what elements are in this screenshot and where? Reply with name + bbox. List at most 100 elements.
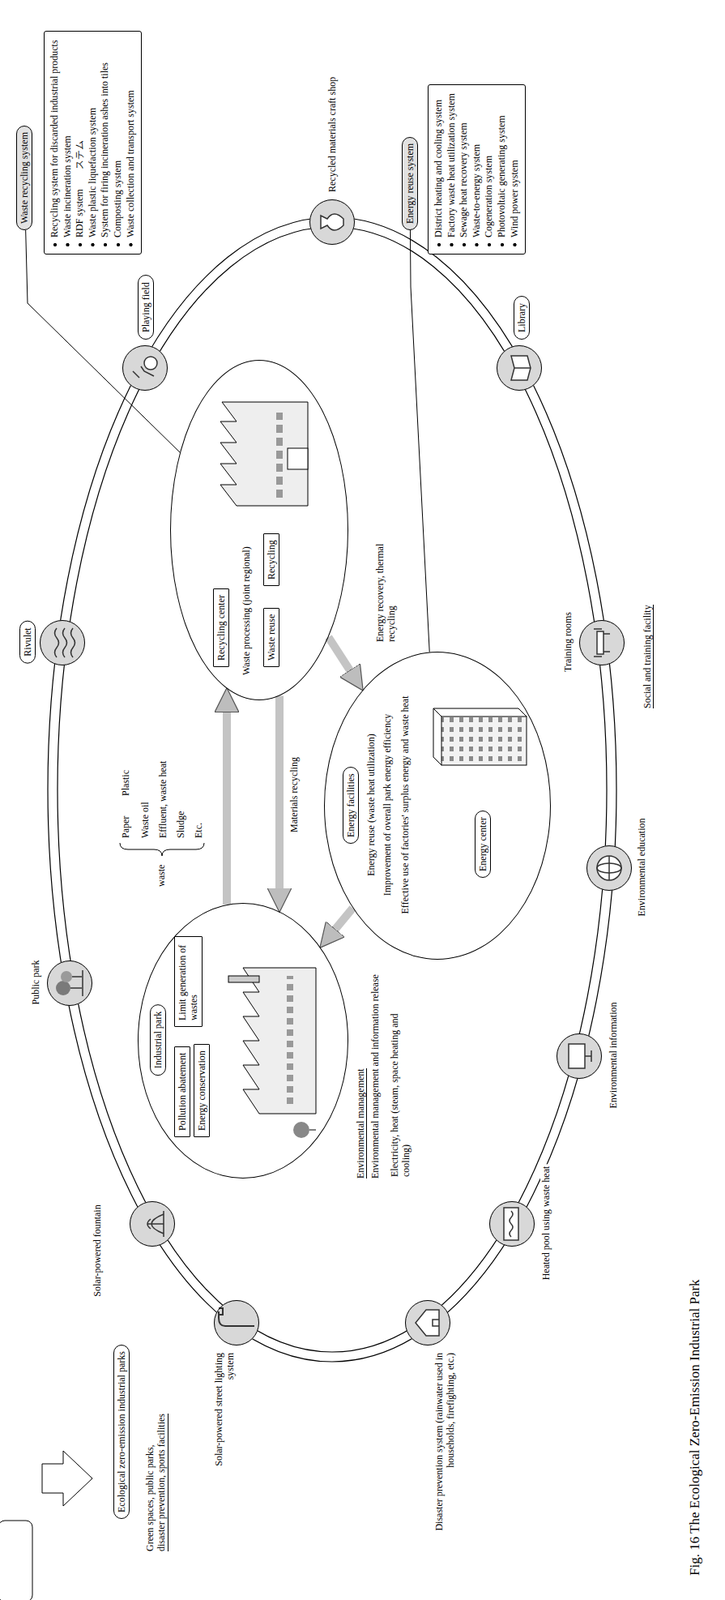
facility-circle: Training rooms [579, 619, 625, 666]
facility-icons [213, 1299, 260, 1345]
facility-icons [511, 355, 531, 380]
list-item: RDF system [73, 188, 87, 248]
tag-box: Energy facilities [342, 766, 359, 844]
leader-line [25, 230, 180, 453]
block-arrow [42, 1450, 93, 1506]
list-item: Waste incineration system [61, 135, 75, 248]
facility-icons [60, 970, 73, 982]
facility-icons [579, 619, 625, 666]
node-text: Energy reuse system [404, 143, 416, 224]
node-text: Environmental information [607, 1000, 619, 1110]
zone-circle: Energy reuse (waste heat utilization)Imp… [324, 651, 551, 960]
facility-icons [489, 1200, 535, 1246]
facility-icons [608, 855, 610, 880]
facility-circle: Public park [46, 959, 93, 1006]
facility-icons [415, 1309, 440, 1335]
edge-label: Electricity, heat (steam, space heating … [388, 988, 413, 1178]
node-text: Library [513, 295, 530, 340]
group-label: Green spaces, public parks, disaster pre… [144, 1412, 169, 1551]
facility-icons [503, 1206, 519, 1240]
facility-icons [597, 631, 604, 654]
ring [57, 226, 607, 1352]
facility-icons [320, 213, 344, 231]
edge-label: Materials recycling [288, 754, 300, 834]
factory-illustration [228, 967, 316, 1138]
facility-icons [129, 1200, 175, 1246]
group-label: Social and training facility [641, 604, 654, 708]
list-item: Cogeneration system [482, 155, 496, 248]
waste-brace [119, 842, 205, 856]
list-item: Waste-to-energy system [470, 144, 484, 248]
facility-icons [55, 627, 76, 657]
list-box: District heating and cooling systemFacto… [427, 84, 526, 255]
list-item: Factory waste heat utilization system [445, 93, 459, 248]
facility-icons [556, 1032, 602, 1079]
header-box: Energy reuse system [401, 136, 418, 231]
facility-icons [405, 1299, 451, 1345]
facility-icons [144, 356, 158, 370]
cut-off-box [0, 1519, 33, 1600]
figure-caption: Fig. 16 The Ecological Zero-Emission Ind… [686, 1278, 704, 1575]
node-text: Waste processing (joint regional) [240, 545, 252, 675]
facility-icons [39, 199, 632, 1345]
note-label: Environmental management and information… [369, 973, 381, 1178]
node-text: Energy facilities [345, 772, 357, 837]
facility-icons [568, 1043, 585, 1068]
flow-arrow [327, 907, 353, 938]
list-item: Waste collection and transport system [124, 89, 138, 248]
recycling-building [220, 401, 308, 506]
block-arrow [42, 1450, 93, 1506]
list-item: System for firing incineration ashes int… [98, 62, 112, 248]
stray-glyphs: ステム [73, 140, 86, 170]
facility-circle: Disaster prevention system (rainwater us… [405, 1299, 451, 1345]
node-text: Recycling center [215, 594, 227, 661]
facility-circle: Recycled materials craft shop [309, 199, 355, 245]
factory-illustration [228, 975, 260, 982]
node-text: Industrial park [149, 1003, 167, 1075]
zone-circle: Waste processing (joint regional) Recycli… [170, 359, 349, 700]
node-text: Ecological zero-emission industrial park… [115, 1350, 128, 1512]
tag-box: Energy center [474, 810, 491, 878]
node-text: Environmental education [635, 816, 648, 918]
list-item: Photovoltaic generating system [495, 115, 509, 248]
waste-item: Plastic [119, 769, 132, 796]
facility-icons [55, 980, 71, 995]
leader-line [409, 230, 430, 652]
facility-circle: Environmental education [586, 844, 632, 891]
header-box: Waste recycling system [16, 125, 33, 231]
list-box: Recycling system for discarded industria… [43, 30, 142, 255]
facility-circle: Library [496, 345, 542, 391]
recycling-building [287, 447, 308, 470]
factory-illustration [243, 967, 316, 1114]
facility-icons [309, 199, 355, 245]
ring [47, 217, 617, 1361]
flow-arrow [275, 695, 284, 900]
node-text: Energy reuse (waste heat utilization) [365, 733, 377, 876]
group-label: waste [155, 864, 167, 887]
facility-icons [597, 855, 622, 880]
facility-icons [70, 969, 83, 996]
tag-box: Limit generation of wastes [174, 935, 203, 1027]
factory-illustration [293, 1121, 310, 1138]
tag-box: Recycling [263, 533, 280, 586]
facility-circle: Environmental information [556, 1032, 602, 1079]
node-text: Disaster prevention system (rainwater us… [433, 1350, 457, 1540]
factory-illustration [309, 1129, 316, 1131]
facility-circle: Solar-powered street lighting system [213, 1299, 260, 1345]
zone-circle: Industrial parkPollution abatement Energy… [137, 902, 349, 1178]
facility-circle: Solar-powered fountain [129, 1200, 175, 1246]
energy-building [441, 716, 527, 765]
node-text: Training rooms [562, 609, 574, 674]
node-text: Recycled materials craft shop [326, 75, 338, 194]
heading-box: Ecological zero-emission industrial park… [113, 1343, 130, 1519]
factory-illustration [286, 975, 294, 1104]
node-text: Energy conservation [196, 1049, 208, 1131]
waste-item: Effluent, waste heat [157, 760, 169, 838]
list-item: District heating and cooling system [432, 99, 446, 248]
facility-circle: Rivulet [39, 619, 86, 666]
node-text: Playing field [137, 274, 154, 340]
facility-icons [218, 1307, 255, 1326]
node-text: Pollution abatement [176, 1052, 188, 1131]
list-item: Composting system [111, 160, 125, 248]
